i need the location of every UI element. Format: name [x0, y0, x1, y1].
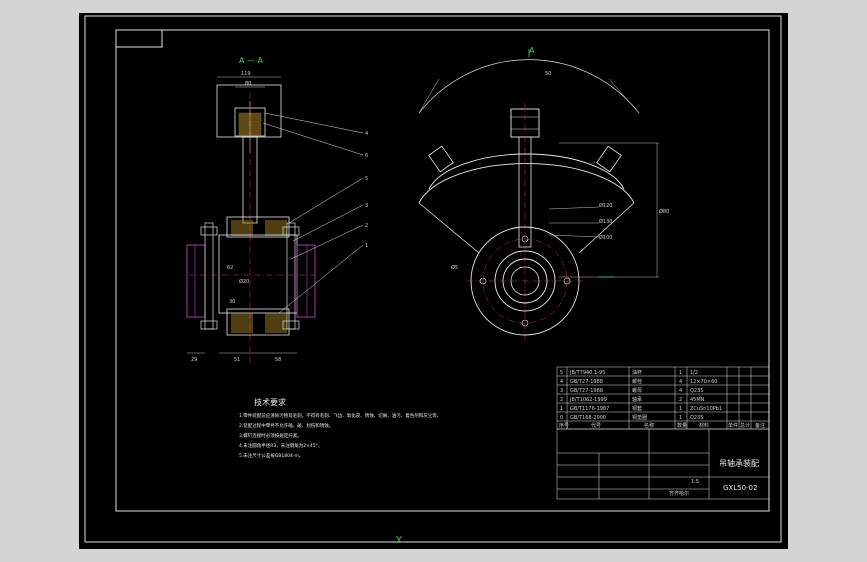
callout-1: 1 [365, 243, 368, 249]
bom-row-5-name: 油杯 [632, 369, 642, 376]
bom-row-0-qty: 1 [679, 415, 682, 421]
dim-80: 80 [245, 81, 251, 87]
callout-6: 4 [365, 131, 368, 137]
bom-row-3-name: 螺母 [632, 387, 642, 394]
bom-row-0-code: GB/T168-2000 [570, 415, 606, 421]
scale-value: 1:5 [691, 479, 699, 485]
tech-requirements: 技术要求 1.零件装配前应清除污物及毛刺，不得有毛刺、飞边、氧化皮、锈蚀、切屑、… [239, 397, 441, 459]
dim-d5: Ø5 [451, 264, 458, 271]
bom-row-5-code: JB/T7940.1-95 [569, 370, 605, 376]
bom-row-2-name: 轴承 [632, 396, 642, 403]
bom-row-3-no: 3 [560, 388, 563, 394]
ucs-y-label: Y [396, 535, 403, 546]
bom-table [556, 366, 770, 430]
bom-row-1-code: GB/T1176-1987 [570, 406, 609, 412]
bom-row-4-no: 4 [560, 379, 563, 385]
bom-row-2-mat: 45MN [690, 397, 705, 403]
bom-row-3-code: GB/T27-1988 [570, 388, 603, 394]
bom-row-3-qty: 4 [679, 388, 682, 394]
bom-header-total: 总计 [740, 422, 750, 429]
callout-2: 2 [365, 223, 368, 229]
bom-row-2-no: 2 [560, 397, 563, 403]
view-label: A [529, 46, 535, 55]
bom-row-4-qty: 4 [679, 379, 682, 385]
dimension-labels: 119 80 50 Ø120 Ø130 Ø100 Ø80 29 51 58 Ø5… [191, 71, 669, 363]
outer-border [84, 15, 782, 543]
bom-header-code: 代号 [591, 422, 601, 429]
tech-item-1: 1.零件装配前应清除污物及毛刺，不得有毛刺、飞边、氧化皮、锈蚀、切屑、油污、着色… [239, 412, 441, 419]
bom-row-1-no: 1 [560, 406, 563, 412]
tech-item-3: 3.螺钉连接时必须按规定拧紧。 [239, 432, 302, 439]
bom-row-3-mat: Q235 [690, 388, 703, 394]
bom-row-0-no: 0 [560, 415, 563, 421]
bom-header-no: 序号 [559, 422, 569, 429]
bom-row-4-mat: 12×70×60 [690, 379, 717, 385]
bom-rows: 5 JB/T7940.1-95 油杯 1 1/2 4 GB/T27-1988 螺… [560, 369, 722, 421]
tech-item-5: 5.未注尺寸公差按GB1804-m。 [239, 452, 303, 459]
bom-row-2-qty: 2 [679, 397, 682, 403]
dim-51: 51 [234, 357, 240, 363]
bom-row-4-name: 螺栓 [632, 378, 642, 385]
callout-3: 3 [365, 203, 368, 209]
dim-119: 119 [241, 71, 251, 77]
bom-header-qty: 数量 [677, 422, 687, 429]
title-block [556, 428, 770, 500]
drawing-viewport[interactable]: A — A [79, 13, 788, 549]
dim-d20: Ø20 [239, 278, 249, 285]
dim-50: 50 [545, 71, 551, 77]
callout-4: 5 [365, 176, 368, 182]
bom-header: 序号 代号 名称 数量 材料 单件 总计 备注 [559, 422, 765, 429]
bom-row-5-qty: 1 [679, 370, 682, 376]
section-view: A — A [186, 56, 364, 363]
dim-30: 30 [229, 299, 235, 305]
company-name: 齐齐哈尔 [669, 490, 689, 497]
bom-header-unit: 单件 [728, 422, 738, 429]
bom-row-5-mat: 1/2 [690, 370, 698, 376]
dim-d80: Ø80 [659, 208, 669, 215]
dim-d120: Ø120 [599, 202, 612, 209]
dim-62: 62 [227, 265, 233, 271]
dim-d100: Ø100 [599, 234, 612, 241]
dim-58: 58 [275, 357, 281, 363]
cad-drawing: A — A [84, 15, 782, 543]
bom-row-0-mat: Q235 [690, 415, 703, 421]
tech-title: 技术要求 [254, 397, 286, 407]
title-name: 吊轴承装配 [719, 458, 759, 468]
bom-row-0-name: 铜垫圈 [632, 414, 647, 421]
inner-border [115, 29, 770, 512]
tech-item-2: 2.装配过程中零件不允许磕、碰、划伤和锈蚀。 [239, 422, 333, 429]
tech-item-4: 4.未注圆角半径R3，未注倒角为2×45°。 [239, 442, 322, 449]
bom-row-4-code: GB/T27-1988 [570, 379, 603, 385]
bom-header-note: 备注 [755, 422, 765, 429]
bom-row-2-code: JB/T1062-1999 [569, 397, 607, 403]
bom-row-1-name: 铜套 [632, 405, 642, 412]
dim-d130: Ø130 [599, 218, 612, 225]
corner-box [115, 29, 163, 48]
bom-header-name: 名称 [644, 422, 654, 429]
bom-header-mat: 材料 [699, 422, 709, 429]
bom-row-5-no: 5 [560, 370, 563, 376]
callout-5: 6 [365, 153, 368, 159]
bom-row-1-mat: ZCuSn10Pb1 [690, 406, 722, 412]
dim-29: 29 [191, 357, 197, 363]
front-view: A [418, 46, 659, 343]
bom-row-1-qty: 1 [679, 406, 682, 412]
section-label: A — A [239, 56, 264, 65]
drawing-number: GXL50-02 [723, 484, 757, 492]
